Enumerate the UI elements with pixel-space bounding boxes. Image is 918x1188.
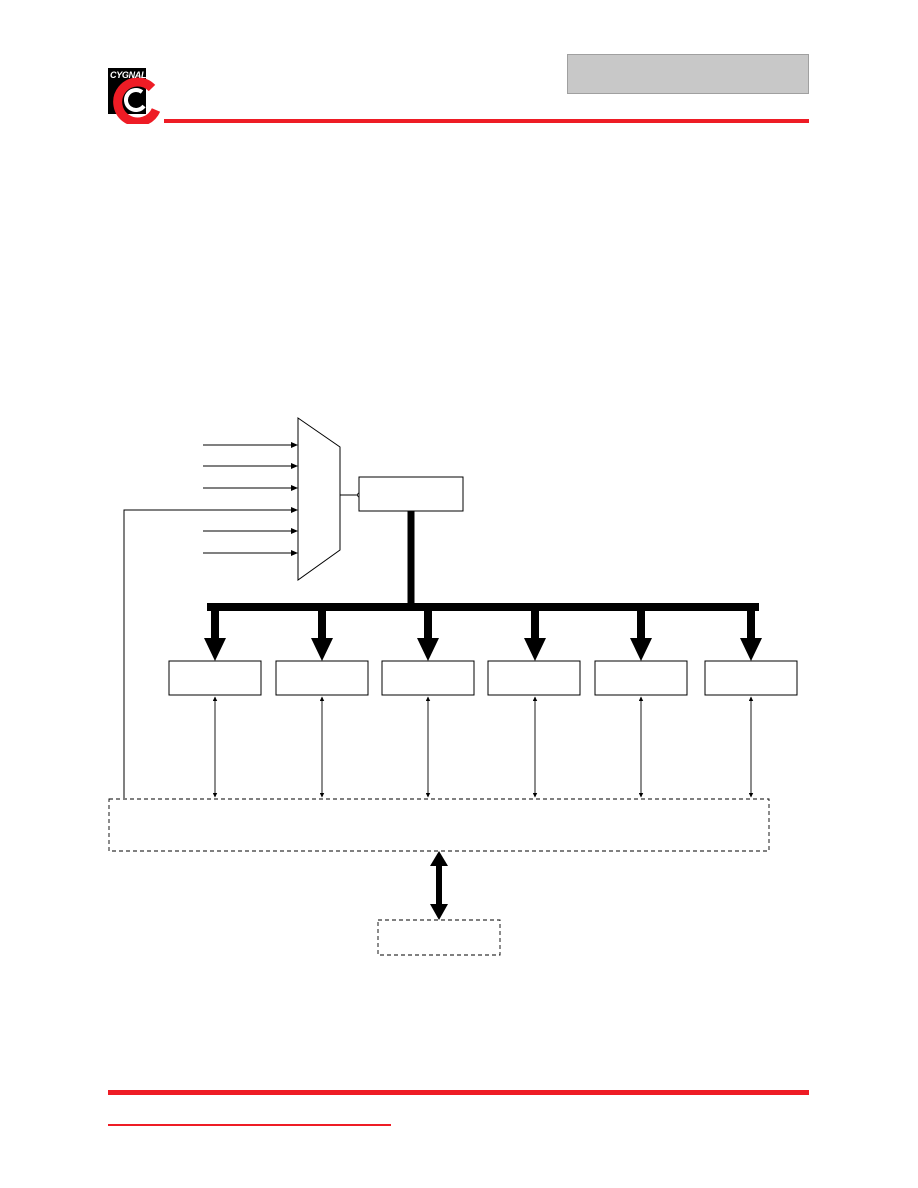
module-branch-arrowhead: [311, 638, 333, 661]
multiplexer: [297, 417, 341, 581]
crossbar-port-arrow-down: [430, 904, 448, 920]
module-branch-arrowhead: [417, 638, 439, 661]
module-block: [704, 660, 798, 696]
header-rule: [164, 119, 809, 123]
module-block: [275, 660, 369, 696]
mux-input-arrows: [203, 442, 298, 556]
counter-block: [358, 476, 464, 512]
feedback-line: [123, 509, 296, 798]
port-pins-block: [377, 919, 501, 956]
mux-input-arrowhead: [291, 485, 298, 491]
footer-link-underline: [108, 1124, 391, 1126]
crossbar-port-arrow-up: [430, 851, 448, 866]
mux-input-arrowhead: [291, 442, 298, 448]
module-block: [381, 660, 475, 696]
mux-input-arrowhead: [291, 463, 298, 469]
module-block: [168, 660, 262, 696]
footer-rule: [108, 1090, 809, 1095]
module-branch-arrowhead: [630, 638, 652, 661]
module-block: [487, 660, 581, 696]
module-branches: [168, 607, 798, 798]
logo-red-arc: [113, 77, 161, 124]
module-branch-arrowhead: [524, 638, 546, 661]
logo-white-arc: [124, 88, 146, 112]
module-branch-arrowhead: [204, 638, 226, 661]
cygnal-logo: [108, 68, 161, 124]
module-block: [594, 660, 688, 696]
crossbar-block: [108, 798, 770, 852]
logo-wordmark: CYGNAL: [110, 70, 147, 80]
header-title-box: [567, 54, 809, 94]
mux-input-arrowhead: [291, 528, 298, 534]
mux-input-arrowhead: [291, 550, 298, 556]
module-branch-arrowhead: [740, 638, 762, 661]
